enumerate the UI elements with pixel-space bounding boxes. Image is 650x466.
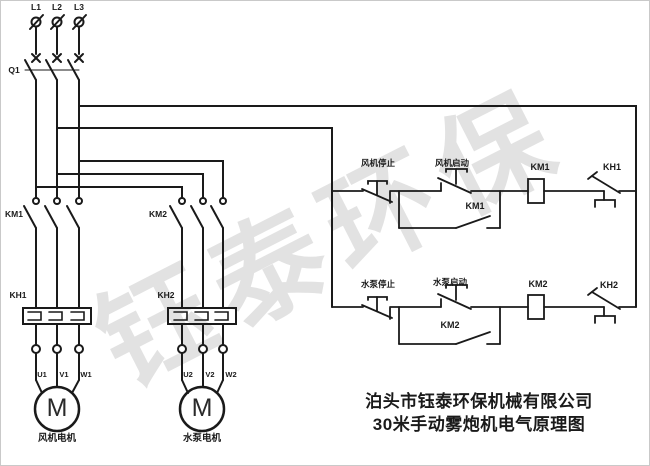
pump-start-label: 水泵启动 [432,277,467,287]
aux-contact-km2-icon [398,306,501,345]
motor2-caption: 水泵电机 [182,433,221,444]
motor2-terminal-w2: W2 [225,370,237,379]
motor1-terminal-u1: U1 [37,370,47,379]
coil-km2-icon [527,294,545,320]
pump-stop-label: 水泵停止 [360,279,395,289]
control-right-rail [78,105,637,308]
fan-stop-label: 风机停止 [360,158,395,168]
thermal-kh2-label: KH2 [157,290,175,300]
thermal-kh2-icon [167,307,237,325]
phase-label-l1: L1 [31,2,41,12]
motor1-icon [33,385,81,433]
motor2-terminal-u2: U2 [183,370,193,379]
motor2-symbol: M [191,394,213,422]
thermal-kh1-label: KH1 [9,290,27,300]
aux-km1-label: KM1 [465,201,485,211]
terminal-l1-icon [29,14,44,63]
phase-label-l2: L2 [52,2,62,12]
motor1-symbol: M [46,394,68,422]
contactor-km2-contacts-icon [169,197,227,229]
coil-km1-icon [527,178,545,204]
aux-contact-km1-icon [398,190,501,229]
start-button-pump-icon [437,284,472,310]
phase-label-l3: L3 [74,2,84,12]
contactor-km2-label: KM2 [149,209,167,219]
terminal-l3-icon [72,14,87,63]
coil-km2-label: KM2 [528,279,548,289]
motor1-terminal-w1: W1 [80,370,92,379]
aux-km2-label: KM2 [440,320,460,330]
coil-km1-label: KM1 [530,162,550,172]
motor2-icon [178,385,226,433]
start-button-fan-icon [437,168,472,194]
control-left-rail [56,127,333,308]
breaker-label: Q1 [8,65,20,75]
company-name: 泊头市钰泰环保机械有限公司 [365,392,593,411]
breaker-q1-icon [24,59,80,81]
thermal-kh1-icon [22,307,92,325]
overload-kh1-label: KH1 [602,162,621,172]
contactor-km1-label: KM1 [5,209,23,219]
overload-contact-kh1-icon [587,171,621,208]
terminal-l2-icon [50,14,65,63]
stop-button-fan-icon [361,180,393,204]
overload-kh2-label: KH2 [599,280,618,290]
drawing-title: 30米手动雾炮机电气原理图 [372,415,586,434]
stop-button-pump-icon [361,296,393,320]
contactor-km1-contacts-icon [23,197,83,229]
motor2-terminal-v2: V2 [205,370,215,379]
fan-start-label: 风机启动 [434,158,469,168]
motor1-terminal-v1: V1 [59,370,69,379]
overload-contact-kh2-icon [587,287,621,324]
motor1-caption: 风机电机 [37,433,76,444]
